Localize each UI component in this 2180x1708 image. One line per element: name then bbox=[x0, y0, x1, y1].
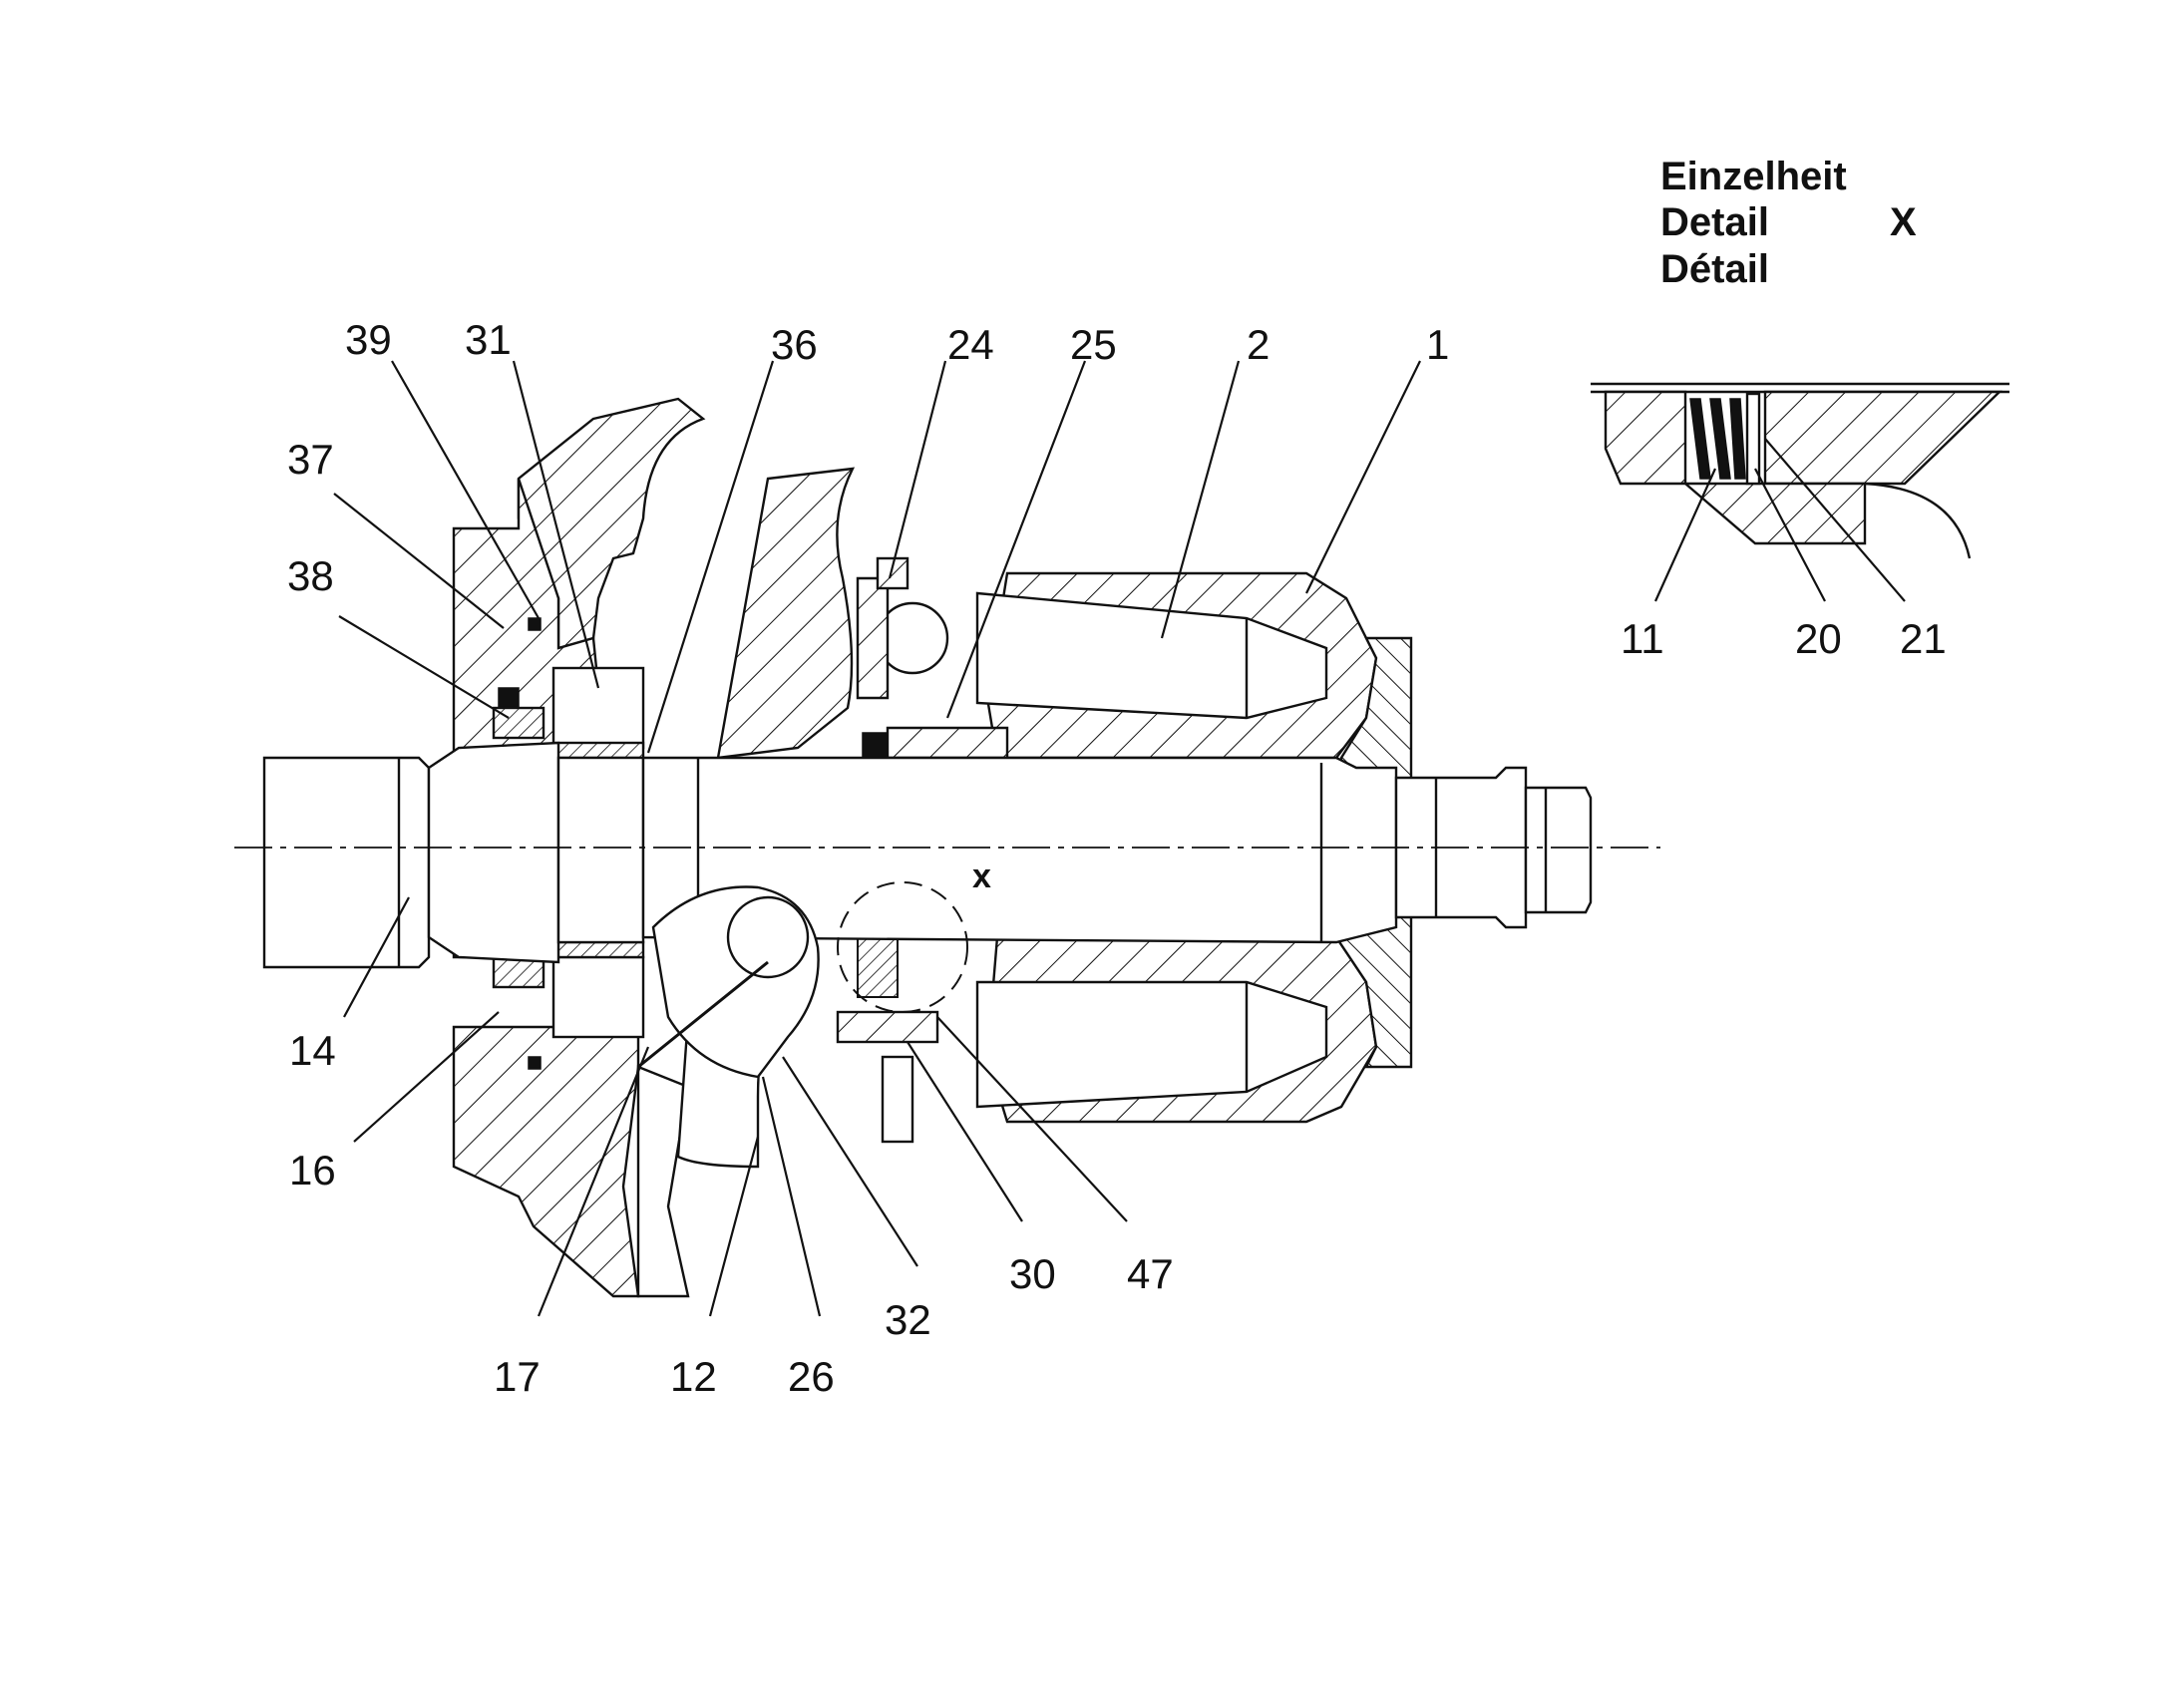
detail-heading-letter: X bbox=[1890, 200, 1917, 244]
callout-17: 17 bbox=[494, 1353, 541, 1400]
ball-joint bbox=[637, 885, 820, 1079]
retaining-plate bbox=[836, 556, 1009, 1144]
callout-16: 16 bbox=[289, 1147, 336, 1194]
detail-x-circle bbox=[837, 881, 968, 1013]
detail-x-marker: x bbox=[972, 857, 991, 895]
callout-38: 38 bbox=[287, 552, 334, 599]
callout-11: 11 bbox=[1621, 615, 1664, 662]
callout-47: 47 bbox=[1127, 1250, 1174, 1297]
detail-heading-line2: Detail bbox=[1660, 200, 1769, 244]
callout-30: 30 bbox=[1009, 1250, 1056, 1297]
callout-20: 20 bbox=[1795, 615, 1842, 662]
callout-25: 25 bbox=[1070, 321, 1117, 368]
callout-24: 24 bbox=[947, 321, 994, 368]
callout-36: 36 bbox=[771, 321, 818, 368]
leader-lines bbox=[333, 360, 1906, 1317]
callout-39: 39 bbox=[345, 316, 392, 363]
callout-37: 37 bbox=[287, 436, 334, 483]
bearing-assembly bbox=[492, 617, 645, 1070]
detail-heading-line3: Détail bbox=[1660, 247, 1769, 291]
callout-32: 32 bbox=[885, 1296, 931, 1343]
callout-12: 12 bbox=[670, 1353, 717, 1400]
callout-31: 31 bbox=[465, 316, 512, 363]
callout-1: 1 bbox=[1426, 321, 1449, 368]
detail-heading-line1: Einzelheit bbox=[1660, 155, 1847, 198]
callout-21: 21 bbox=[1900, 615, 1947, 662]
drive-shaft bbox=[262, 741, 1593, 969]
callout-14: 14 bbox=[289, 1027, 336, 1074]
detail-view bbox=[1591, 382, 2009, 559]
pistons bbox=[876, 591, 1328, 1109]
callout-26: 26 bbox=[788, 1353, 835, 1400]
callout-2: 2 bbox=[1247, 321, 1270, 368]
